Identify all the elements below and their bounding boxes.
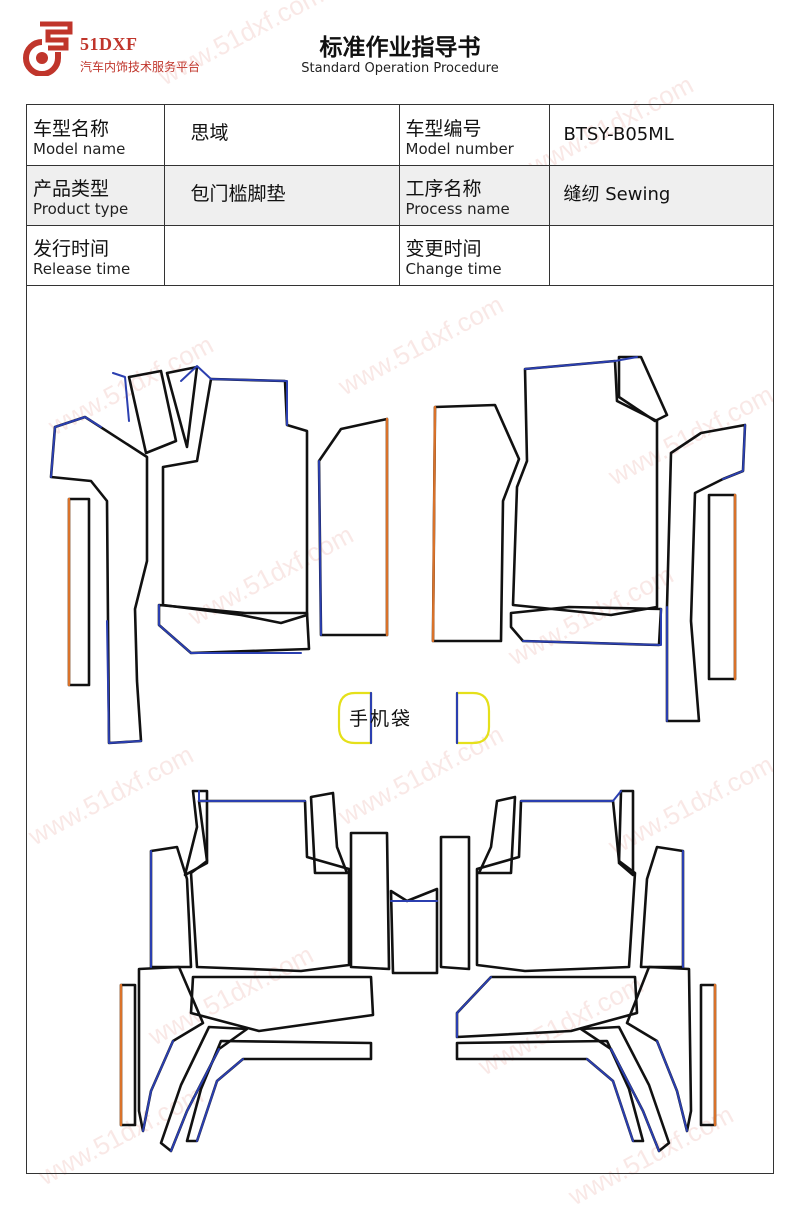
pattern-piece: [617, 789, 635, 877]
change-time-label: 变更时间 Change time: [398, 224, 550, 286]
model-name-value-cell: 思域: [163, 105, 400, 166]
pattern-piece: [707, 493, 737, 681]
process-name-label-en: Process name: [405, 200, 510, 218]
product-type-label-cn: 产品类型: [33, 178, 110, 200]
pattern-piece: [477, 795, 517, 875]
pattern-piece: [189, 975, 375, 1033]
change-time-value-cell: [548, 224, 773, 286]
document-subtitle: Standard Operation Procedure: [301, 61, 499, 76]
model-number-label-en: Model number: [405, 139, 514, 158]
release-time-label-cn: 发行时间: [33, 238, 110, 260]
model-number-value: BTSY-B05ML: [563, 123, 674, 145]
info-row-model: 车型名称 Model name 思域 车型编号 Model number BTS…: [27, 105, 773, 166]
pattern-piece: [349, 831, 391, 971]
model-name-label: 车型名称 Model name: [27, 105, 165, 166]
release-time-label: 发行时间 Release time: [27, 224, 165, 286]
pattern-piece: [189, 799, 351, 973]
pattern-piece: [183, 789, 209, 877]
pattern-drawing: [49, 355, 747, 1153]
pattern-piece: [49, 415, 149, 745]
process-name-value: 缝纫 Sewing: [563, 183, 671, 205]
process-name-label: 工序名称 Process name: [398, 164, 550, 226]
pattern-piece: [475, 799, 637, 973]
info-row-product: 产品类型 Product type 包门槛脚垫 工序名称 Process nam…: [27, 164, 773, 226]
pattern-piece: [579, 1025, 671, 1153]
brand-subtitle: 汽车内饰技术服务平台: [80, 60, 201, 74]
pattern-piece: [309, 791, 349, 875]
pattern-piece: [317, 417, 389, 637]
pattern-piece: [431, 403, 521, 643]
brand-logo-icon: [23, 21, 73, 76]
model-name-label-cn: 车型名称: [33, 117, 110, 140]
pattern-piece: [617, 355, 669, 423]
sop-sheet: 车型名称 Model name 思域 车型编号 Model number BTS…: [26, 104, 774, 1174]
product-type-label-en: Product type: [33, 200, 129, 218]
pattern-piece: [119, 983, 137, 1127]
info-table: 车型名称 Model name 思域 车型编号 Model number BTS…: [27, 105, 773, 286]
model-number-label-cn: 车型编号: [405, 117, 482, 140]
document-title: 标准作业指导书: [319, 35, 481, 61]
model-number-label: 车型编号 Model number: [398, 105, 550, 166]
pattern-piece: [161, 377, 309, 625]
pattern-piece: [67, 497, 91, 687]
pattern-piece: [699, 983, 717, 1127]
pattern-piece: [665, 423, 747, 723]
product-type-label: 产品类型 Product type: [27, 164, 165, 226]
change-time-label-cn: 变更时间: [405, 238, 482, 260]
product-type-value: 包门槛脚垫: [190, 182, 286, 205]
pattern-piece: [639, 845, 685, 969]
release-time-value-cell: [163, 224, 400, 286]
product-type-value-cell: 包门槛脚垫: [163, 164, 400, 226]
pattern-piece: [439, 835, 471, 971]
process-name-value-cell: 缝纫 Sewing: [548, 164, 773, 226]
phone-pocket: [337, 691, 491, 745]
model-name-label-en: Model name: [33, 139, 126, 158]
info-row-time: 发行时间 Release time 变更时间 Change time: [27, 224, 773, 286]
release-time-label-en: Release time: [33, 260, 131, 278]
pattern-piece: [165, 365, 199, 449]
phone-pocket-label: 手机袋: [349, 708, 413, 730]
brand-name: 51DXF: [80, 34, 138, 54]
document-header: 51DXF 汽车内饰技术服务平台 标准作业指导书 Standard Operat…: [0, 0, 800, 100]
change-time-label-en: Change time: [405, 260, 502, 278]
model-name-value: 思域: [190, 122, 229, 145]
pattern-piece: [159, 1025, 249, 1153]
process-name-label-cn: 工序名称: [405, 178, 482, 200]
model-number-value-cell: BTSY-B05ML: [548, 105, 773, 166]
pattern-piece: [511, 359, 659, 617]
pattern-piece: [149, 845, 193, 969]
pattern-piece: [127, 369, 178, 455]
